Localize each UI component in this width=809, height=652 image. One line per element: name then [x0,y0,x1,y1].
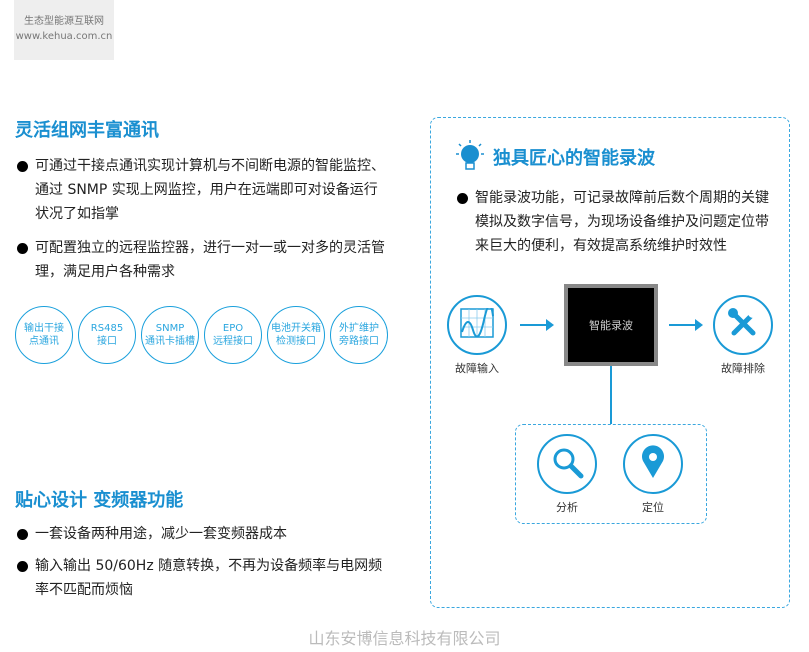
interface-badge-line: 电池开关箱 [271,323,321,334]
interface-badge: 电池开关箱检测接口 [267,306,325,364]
interface-badge-line: SNMP [155,323,185,334]
waveform-chart-icon [460,304,494,342]
analysis-group [515,424,707,524]
lightbulb-icon [453,140,487,178]
fault-input-circle [447,295,507,355]
section2-title: 贴心设计 变频器功能 [15,490,184,511]
tools-icon [726,306,760,344]
interface-badge-line: RS485 [90,323,124,334]
analyze-label: 分析 [556,501,578,514]
section3-title: 独具匠心的智能录波 [493,148,655,169]
footer-company: 山东安博信息科技有限公司 [308,629,501,648]
interface-badge-line: 输出干接 [24,323,64,334]
interface-badge-line: 点通讯 [29,336,59,347]
watermark-slogan: 生态型能源互联网 [24,16,104,27]
section1-bullet-1: 可通过干接点通讯实现计算机与不间断电源的智能监控、通过 SNMP 实现上网监控，… [15,154,390,226]
interface-badge-line: 外扩维护 [339,323,379,334]
section3-bullet: 智能录波功能，可记录故障前后数个周期的关键模拟及数字信号，为现场设备维护及问题定… [455,186,773,258]
fault-fix-circle [713,295,773,355]
map-pin-icon [641,445,665,483]
interface-badge-line: 旁路接口 [339,336,379,347]
section2-bullet-1: 一套设备两种用途，减少一套变频器成本 [15,522,390,546]
waveform-diagram: 智能录波 故障输入 故障排除 分析 定位 [447,270,773,570]
waveform-panel: 独具匠心的智能录波 智能录波功能，可记录故障前后数个周期的关键模拟及数字信号，为… [430,117,790,608]
magnifier-icon [550,445,584,483]
section1: 灵活组网丰富通讯 可通过干接点通讯实现计算机与不间断电源的智能监控、通过 SNM… [15,118,390,364]
section2-bullet-2: 输入输出 50/60Hz 随意转换，不再为设备频率与电网频率不匹配而烦恼 [15,554,390,602]
locate-circle [623,434,683,494]
interface-badge-line: 接口 [96,336,117,347]
watermark-url: www.kehua.com.cn [15,31,113,42]
interface-badge-line: 检测接口 [276,336,316,347]
analyze-circle [537,434,597,494]
fault-input-label: 故障输入 [455,362,499,375]
section2: 贴心设计 变频器功能 一套设备两种用途，减少一套变频器成本 输入输出 50/60… [15,488,390,602]
section1-title: 灵活组网丰富通讯 [15,120,159,141]
interface-badge-line: 通讯卡插槽 [145,336,195,347]
locate-label: 定位 [642,501,664,514]
interface-badge-line: 远程接口 [213,336,253,347]
waveform-recorder-box: 智能录波 [564,284,658,366]
watermark: 生态型能源互联网 www.kehua.com.cn [14,0,114,60]
connector-line [610,366,612,424]
section1-bullet-2: 可配置独立的远程监控器，进行一对一或一对多的灵活管理，满足用户各种需求 [15,236,390,284]
arrow-right-icon [669,319,703,331]
interface-badge: 外扩维护旁路接口 [330,306,388,364]
interface-badge: 输出干接点通讯 [15,306,73,364]
interface-badge: SNMP 通讯卡插槽 [141,306,199,364]
fault-fix-label: 故障排除 [721,362,765,375]
interface-badge-line: EPO [222,323,244,334]
section3-header: 独具匠心的智能录波 [453,140,773,178]
interface-badge: EPO 远程接口 [204,306,262,364]
arrow-right-icon [520,319,554,331]
interface-badge: RS485 接口 [78,306,136,364]
